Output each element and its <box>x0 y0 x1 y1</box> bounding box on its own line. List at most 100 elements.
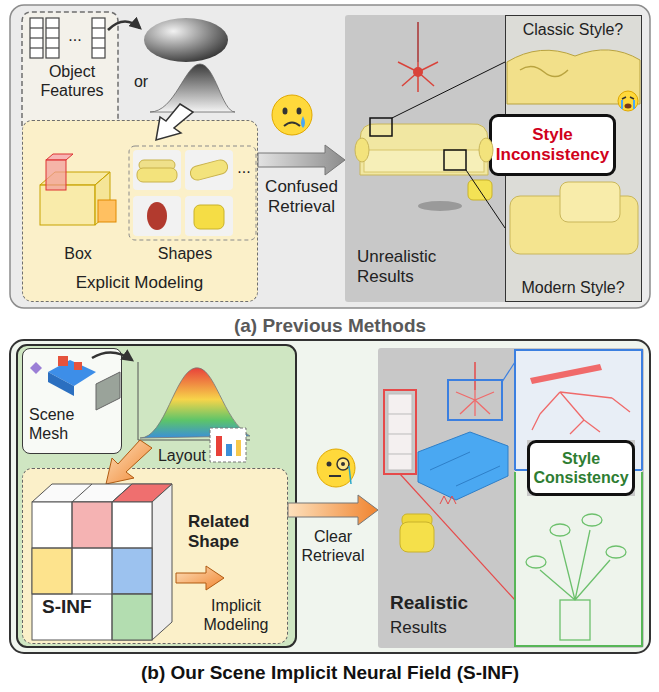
sad-emoji-part <box>272 95 312 135</box>
object-features-icon-part <box>30 37 43 38</box>
panel-b-ground-part <box>17 345 296 647</box>
object-features-icon <box>30 18 105 58</box>
shapes-icon-part <box>133 150 181 190</box>
object-features-icon-part <box>92 18 105 58</box>
s-inf-cube-part <box>72 502 112 548</box>
ellipsis-holder: ... <box>60 26 90 45</box>
region-title: Results <box>390 618 510 638</box>
sad-emoji-part <box>297 108 302 115</box>
scene-mesh-icon-part <box>48 372 74 396</box>
zoom-inset-a-part <box>520 66 568 76</box>
fat-arrow <box>176 566 224 590</box>
region-title-holder: Implicit Modeling <box>189 596 283 634</box>
object-features-icon-part <box>46 27 59 28</box>
region-title: Realistic <box>390 592 510 615</box>
layout-field-chart-part <box>216 436 222 456</box>
box-icon <box>40 154 116 225</box>
layout-field-chart-part <box>140 368 250 438</box>
scene-render-b-part <box>418 432 508 500</box>
panel-a-ground <box>10 5 650 308</box>
shapes-icon-part <box>133 196 181 236</box>
style-question: Modern Style? <box>506 278 640 297</box>
zoom-inset-b-part-part <box>606 546 626 558</box>
scene-render-b-part <box>456 466 500 486</box>
zoom-inset-b-part-part <box>582 514 602 526</box>
style-question-holder: Classic Style? <box>506 20 640 39</box>
style-question: Classic Style? <box>506 20 640 39</box>
ellipsis: ... <box>234 158 254 177</box>
or-label: or <box>128 72 154 91</box>
feature-label-holder: Object Features <box>26 62 118 100</box>
panel-a-ground-part <box>22 12 118 126</box>
layout-field-chart-part <box>138 362 139 440</box>
scene-render-b-part <box>448 380 502 420</box>
zoom-inset-b-part <box>515 350 642 470</box>
zoom-inset-b-part <box>515 472 642 646</box>
box-icon-part <box>46 154 73 160</box>
object-features-icon-part <box>46 18 59 58</box>
panel-b-ground <box>10 340 650 653</box>
sob-emoji-part <box>625 104 632 109</box>
icon-label: Shapes <box>140 244 230 263</box>
sob-emoji <box>618 91 638 111</box>
feature-surfaces-part <box>150 64 235 112</box>
retrieval-arrow <box>288 495 378 525</box>
zoom-inset-b-part <box>530 364 602 384</box>
zoom-inset-a <box>507 50 640 254</box>
arrow-label: Related Shape <box>188 512 280 553</box>
s-inf-cube-part <box>112 484 132 502</box>
sob-emoji-part <box>618 91 638 111</box>
zoom-inset-b-part <box>515 350 642 470</box>
input-title-holder: Scene Mesh <box>29 405 101 443</box>
shapes-icon-part <box>194 205 224 229</box>
shapes-icon-part <box>137 168 177 182</box>
s-inf-cube-part <box>32 548 72 594</box>
s-inf-cube-part <box>32 594 152 595</box>
sad-emoji-part <box>283 108 288 115</box>
scene-render-b-part-part <box>475 400 490 414</box>
monocle-emoji <box>317 449 355 487</box>
icon-label: Box <box>38 244 118 263</box>
icon-label-holder: Box <box>38 244 118 263</box>
shapes-icon-part <box>147 202 167 230</box>
s-inf-cube-part <box>152 484 172 640</box>
monocle-emoji-part <box>341 462 345 466</box>
curved-arrow <box>108 21 140 30</box>
region-title: Explicit Modeling <box>23 273 256 293</box>
monocle-emoji-part <box>337 458 349 470</box>
retrieval-arrow <box>258 145 345 175</box>
scene-render-b <box>384 362 515 600</box>
s-inf-cube-part <box>112 502 113 640</box>
layout-field-chart-part <box>236 440 241 456</box>
panel-b-ground-part <box>10 340 650 653</box>
edge-label: Clear Retrieval <box>297 527 369 565</box>
verdict-box: Style Consistency <box>527 440 635 496</box>
region-title: Unrealistic Results <box>357 247 462 288</box>
scene-render-a-part <box>360 124 488 175</box>
scene-render-b-part <box>456 390 494 416</box>
down-arrow <box>156 104 193 140</box>
fat-arrow <box>106 440 152 484</box>
sad-emoji-part <box>301 116 305 128</box>
scene-render-a-part <box>355 138 369 162</box>
zoom-inset-b-part-part <box>560 600 590 640</box>
chart-label: Layout <box>156 446 208 465</box>
zoom-inset-b <box>515 350 642 646</box>
box-icon-part <box>46 160 66 190</box>
object-features-icon-part <box>30 47 43 48</box>
scene-render-b-part <box>430 452 470 470</box>
region-title-holder: Explicit Modeling <box>23 273 256 293</box>
scene-render-b-part <box>502 362 515 382</box>
object-features-icon-part <box>92 47 105 48</box>
panel-caption: (b) Our Scene Implicit Neural Field (S-I… <box>10 662 650 685</box>
zoom-inset-b-part-part <box>532 392 630 434</box>
panel-caption: (a) Previous Methods <box>10 315 650 338</box>
monocle-emoji-part <box>329 475 341 477</box>
region-title-holder: Results <box>390 618 510 638</box>
scene-render-a-part <box>413 67 423 77</box>
edge-label-holder: Clear Retrieval <box>297 527 369 565</box>
shapes-icon-part <box>185 150 233 190</box>
scene-mesh-icon-part <box>30 362 42 374</box>
scene-render-a-part <box>417 22 419 62</box>
